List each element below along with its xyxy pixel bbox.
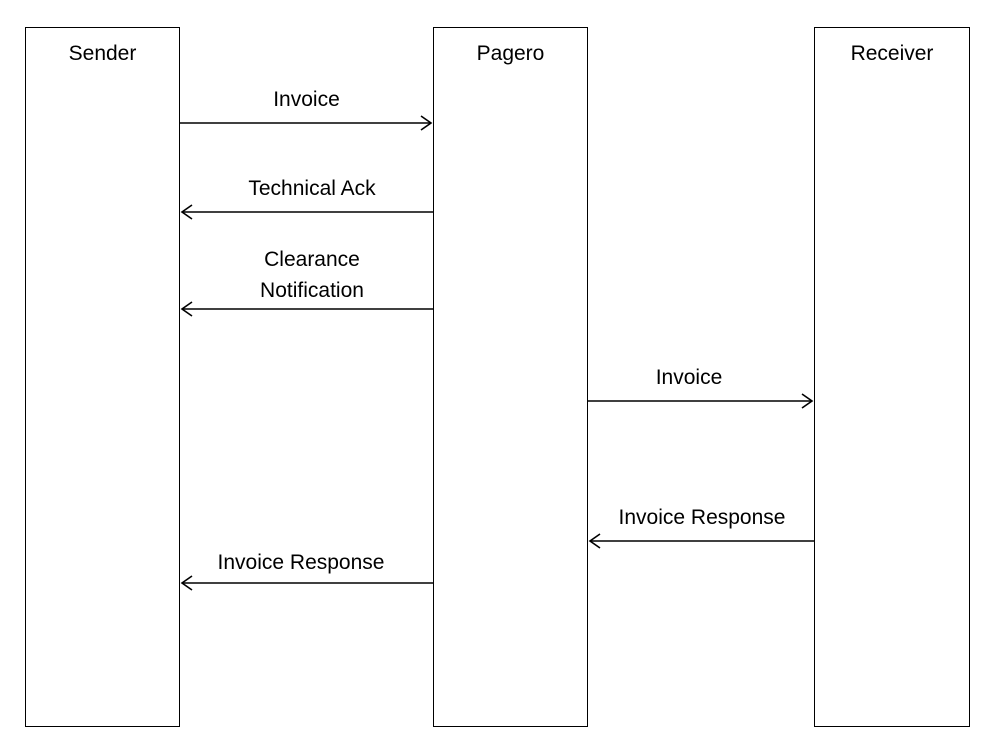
message-label-4: Invoice: [655, 366, 723, 389]
lifeline-receiver-title: Receiver: [850, 42, 934, 65]
message-arrow-6: [180, 575, 433, 591]
lifeline-pagero: Pagero: [433, 27, 588, 727]
message-label-6: Invoice Response: [217, 551, 385, 574]
message-arrow-2: [180, 204, 433, 220]
message-label-2: Technical Ack: [248, 177, 376, 200]
lifeline-pagero-title: Pagero: [476, 42, 545, 65]
message-arrow-1: [180, 115, 433, 131]
message-label-5: Invoice Response: [618, 506, 786, 529]
lifeline-sender-title: Sender: [68, 42, 137, 65]
message-arrow-3: [180, 301, 433, 317]
lifeline-receiver: Receiver: [814, 27, 970, 727]
message-arrow-4: [588, 393, 814, 409]
message-label-3-line2: Notification: [260, 279, 364, 302]
message-label-1: Invoice: [273, 88, 340, 111]
message-arrow-5: [588, 533, 814, 549]
lifeline-sender: Sender: [25, 27, 180, 727]
message-label-3-line1: Clearance: [264, 248, 360, 271]
